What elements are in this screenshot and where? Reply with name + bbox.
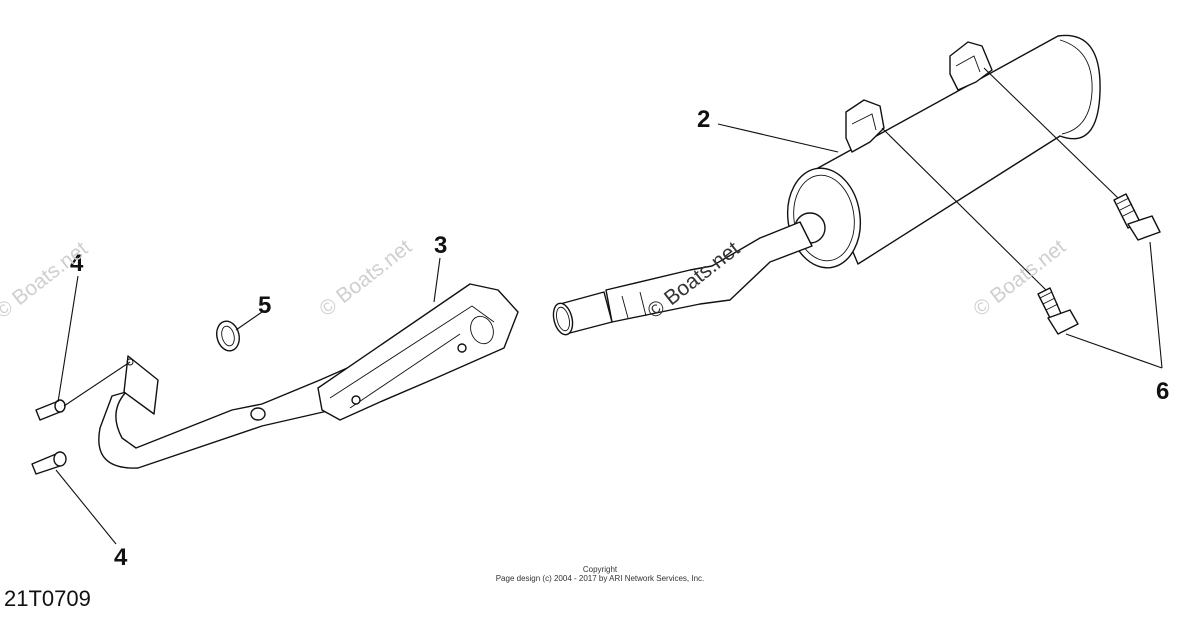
stud-lower-part — [31, 451, 67, 475]
copyright-line2: Page design (c) 2004 - 2017 by ARI Netwo… — [495, 574, 705, 584]
callout-4-lower: 4 — [114, 544, 128, 571]
callout-4-upper: 4 — [70, 250, 84, 277]
mid-pipe-part — [552, 221, 813, 336]
leader-lines — [55, 67, 1163, 545]
bolt-front-part — [1037, 287, 1079, 335]
callout-3: 3 — [434, 232, 448, 259]
header-pipe-part — [98, 283, 519, 469]
drawing-id: 21T0709 — [4, 586, 91, 611]
copyright-notice: Copyright Page design (c) 2004 - 2017 by… — [440, 565, 760, 583]
callout-6: 6 — [1156, 378, 1170, 405]
callout-5: 5 — [258, 292, 272, 319]
callout-2: 2 — [697, 106, 711, 133]
stud-upper-part — [35, 399, 66, 421]
gasket-part — [216, 320, 240, 352]
bolt-rear-part — [1113, 193, 1161, 241]
copyright-line1: Copyright — [582, 565, 618, 574]
